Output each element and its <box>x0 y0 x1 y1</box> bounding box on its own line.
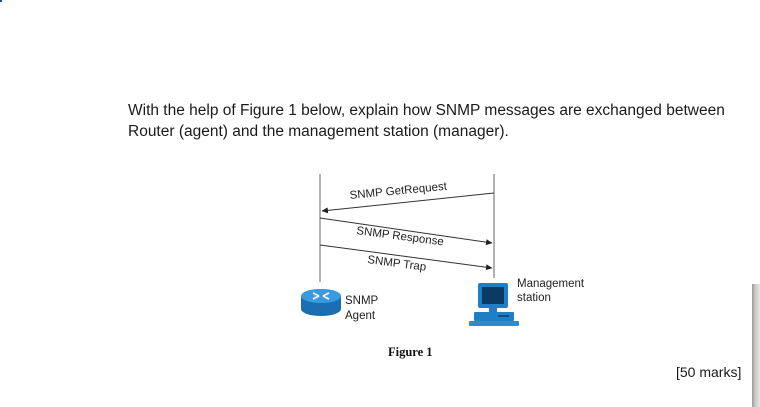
workstation-icon <box>469 283 519 326</box>
corner-mark <box>0 0 2 2</box>
router-icon <box>301 289 341 316</box>
manager-label-line1: Management <box>517 278 585 290</box>
getrequest-arrow <box>321 192 495 214</box>
manager-label-line2: station <box>517 292 551 304</box>
agent-label-line1: SNMP <box>345 295 379 307</box>
marks-label: [50 marks] <box>676 364 742 380</box>
agent-label-line2: Agent <box>345 310 376 322</box>
getrequest-label: SNMP GetRequest <box>349 181 448 202</box>
response-label: SNMP Response <box>356 225 445 248</box>
question-text: With the help of Figure 1 below, explain… <box>128 100 760 142</box>
question-line-2: Router (agent) and the management statio… <box>128 123 509 140</box>
question-line-1: With the help of Figure 1 below, explain… <box>128 102 725 119</box>
response-arrow <box>319 217 493 246</box>
figure-caption: Figure 1 <box>388 345 433 359</box>
trap-arrow <box>319 244 493 271</box>
trap-label: SNMP Trap <box>367 254 427 274</box>
photo-edge <box>752 284 760 407</box>
